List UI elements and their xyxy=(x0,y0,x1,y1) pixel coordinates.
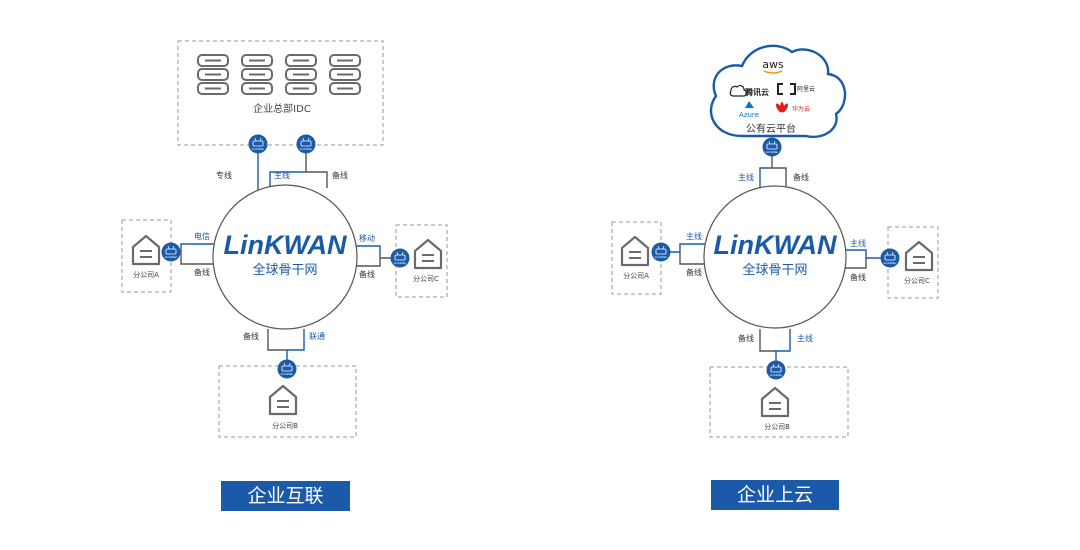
link-bei-b xyxy=(267,329,287,351)
enterprise-interconnect-button[interactable]: 企业互联 xyxy=(221,481,350,511)
router-label: LinkWan xyxy=(766,150,779,154)
branch-house-icon xyxy=(131,234,161,266)
label-bei-b: 备线 xyxy=(738,333,754,343)
enterprise-cloud-button[interactable]: 企业上云 xyxy=(711,480,839,510)
label-zhu-b: 主线 xyxy=(797,333,813,343)
label-zhu-c: 主线 xyxy=(850,238,866,248)
label-zhu-top: 主线 xyxy=(738,172,754,182)
branch-b-box xyxy=(218,365,357,438)
label-bei-c: 备线 xyxy=(359,269,375,279)
right-diagram: aws 腾讯云 阿里云 Azure 华为云 公有云平台 LinKWAN 全球骨干… xyxy=(611,44,939,438)
cloud-huawei: 华为云 xyxy=(792,105,810,113)
link-dianxin xyxy=(180,243,216,252)
link-top-bracket-bei xyxy=(306,171,328,188)
link-zhu-b xyxy=(775,329,791,361)
link-bei-a xyxy=(180,252,216,265)
link-zhu-a xyxy=(669,243,712,253)
router-label: LinkWan xyxy=(281,372,294,376)
cloud-aliyun: 阿里云 xyxy=(797,85,815,93)
backbone-circle xyxy=(212,184,358,330)
link-bei-c xyxy=(838,258,867,269)
router-label: LinkWan xyxy=(394,261,407,265)
huawei-petal-icon xyxy=(775,102,789,113)
label-bei-b: 备线 xyxy=(243,331,259,341)
server-rack-icon xyxy=(329,54,361,95)
link-top-bracket xyxy=(269,171,306,188)
server-rack-icon xyxy=(197,54,229,95)
router-label: LinkWan xyxy=(165,255,178,259)
label-bei-a: 备线 xyxy=(194,267,210,277)
link-bei-a xyxy=(679,252,712,265)
backbone-subtitle: 全球骨干网 xyxy=(252,262,317,278)
label-liantong: 联通 xyxy=(309,331,325,341)
label-yidong: 移动 xyxy=(359,233,375,243)
link-bei-top xyxy=(772,167,787,188)
router-label: LinkWan xyxy=(655,255,668,259)
aliyun-bracket-icon xyxy=(777,83,796,95)
cloud-azure: Azure xyxy=(739,111,759,119)
tencent-cloud-icon xyxy=(729,85,748,97)
branch-a-label: 分公司A xyxy=(623,271,649,280)
linkwan-logo: LinKWAN xyxy=(224,230,347,260)
server-rack-icon xyxy=(241,54,273,95)
branch-b-label: 分公司B xyxy=(272,421,298,430)
branch-c-label: 分公司C xyxy=(413,274,439,283)
cloud-tencent: 腾讯云 xyxy=(744,87,769,97)
branch-house-icon xyxy=(620,235,650,267)
label-zhu-top: 主线 xyxy=(274,170,290,180)
linkwan-logo: LinKWAN xyxy=(714,230,837,260)
router-label: LinkWan xyxy=(770,373,783,377)
branch-house-icon xyxy=(268,384,298,416)
link-zhu-top xyxy=(759,167,772,188)
cloud-aws: aws xyxy=(762,58,784,71)
backbone-circle xyxy=(703,185,847,329)
branch-house-icon xyxy=(413,238,443,270)
router-label: LinkWan xyxy=(884,261,897,265)
branch-c-label: 分公司C xyxy=(904,276,930,285)
server-rack-icon xyxy=(285,54,317,95)
label-dianxin: 电信 xyxy=(194,231,210,241)
label-bei-top: 备线 xyxy=(793,172,809,182)
branch-b-label: 分公司B xyxy=(764,422,790,431)
router-label: LinkWan xyxy=(300,147,313,151)
link-bei-b xyxy=(759,329,776,352)
aws-smile-icon xyxy=(763,70,783,74)
link-bei-c xyxy=(355,257,392,267)
branch-b-box xyxy=(709,366,849,438)
branch-house-icon xyxy=(760,386,790,418)
branch-a-label: 分公司A xyxy=(133,270,159,279)
branch-house-icon xyxy=(904,240,934,272)
link-liantong xyxy=(286,329,305,360)
link-yidong xyxy=(355,245,381,258)
label-zhuanxian: 专线 xyxy=(216,170,232,180)
label-bei-a: 备线 xyxy=(686,267,702,277)
azure-icon xyxy=(745,101,754,108)
hq-label: 企业总部IDC xyxy=(253,102,311,115)
cloud-platform-label: 公有云平台 xyxy=(746,122,796,135)
label-bei-top: 备线 xyxy=(332,170,348,180)
router-label: LinkWan xyxy=(252,147,265,151)
link-zhu-c xyxy=(838,249,882,259)
label-bei-c: 备线 xyxy=(850,272,866,282)
label-zhu-a: 主线 xyxy=(686,231,702,241)
left-diagram: 企业总部IDC LinKWAN 全球骨干网 专线 主线 备线 电信 备线 移动 … xyxy=(121,40,448,438)
backbone-subtitle: 全球骨干网 xyxy=(742,262,807,278)
